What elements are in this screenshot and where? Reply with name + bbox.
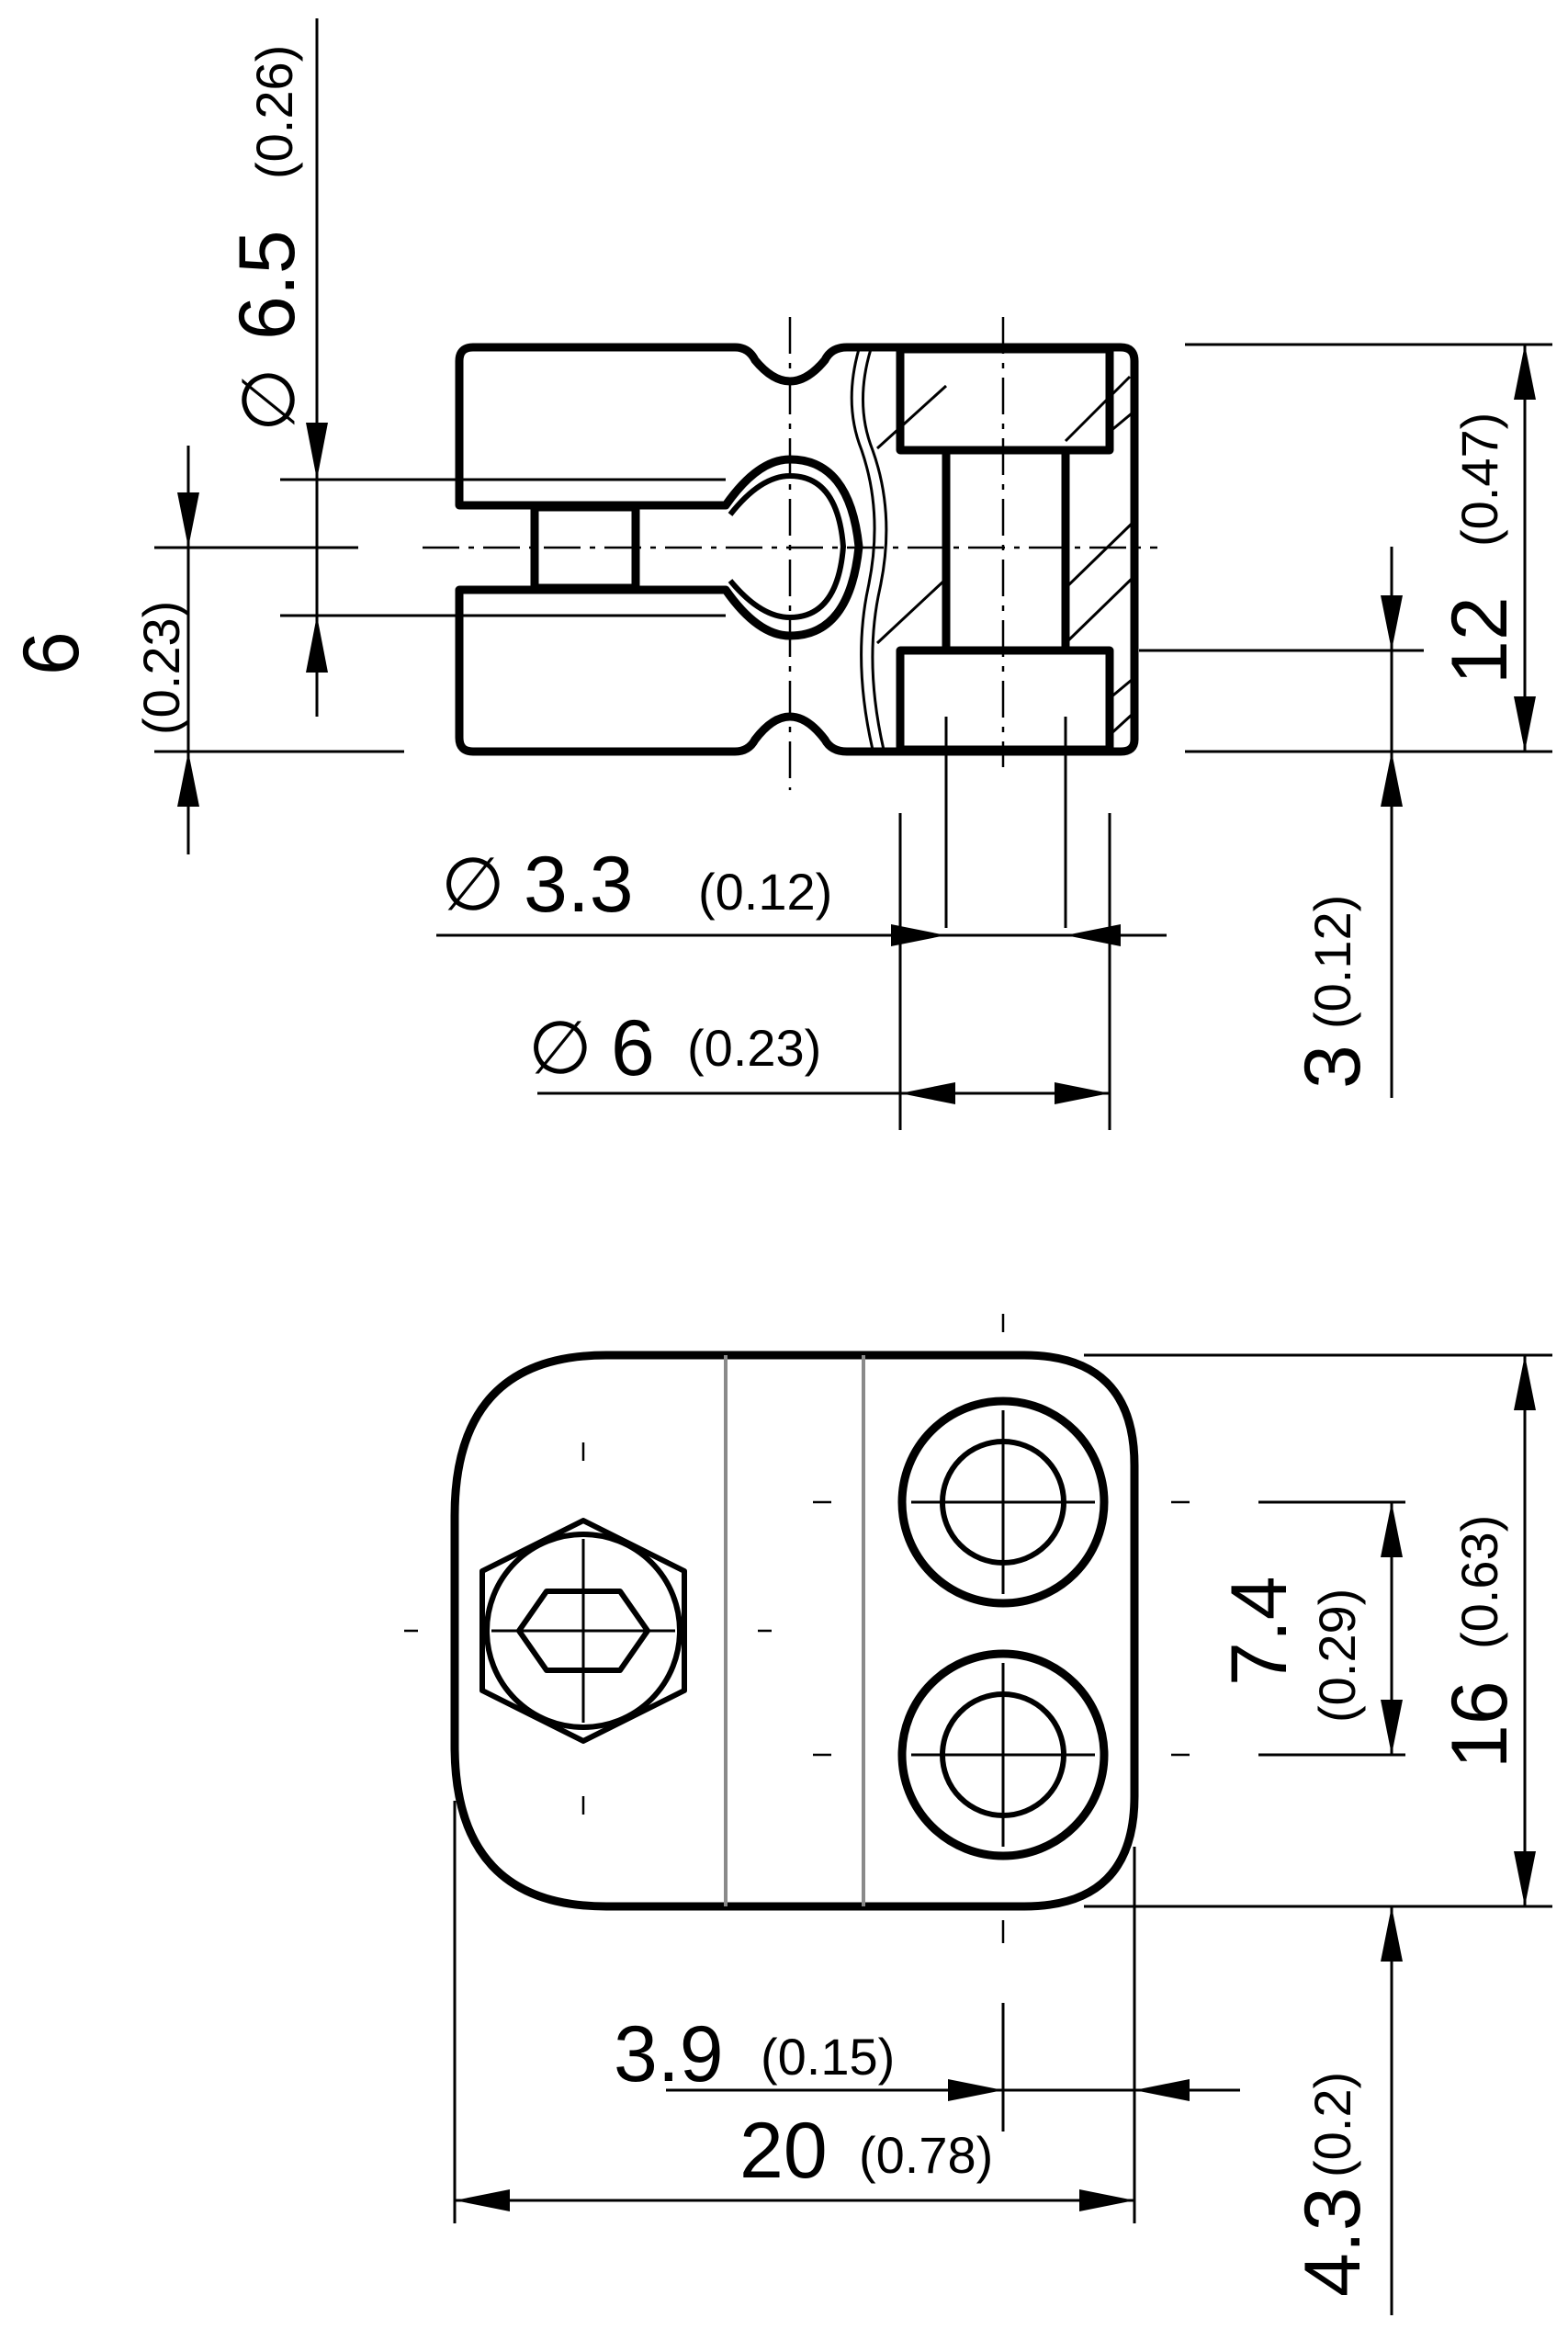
dim-width-value: 16 (1436, 1680, 1524, 1769)
dim-cb-inch: (0.23) (687, 1019, 821, 1077)
dim-spacing-value: 7.4 (1215, 1576, 1303, 1686)
bottom-view: 7.4 (0.29) 16 (0.63) 4.3 (0.2) 3.9 (0.15… (404, 1314, 1552, 2315)
bottom-body-outline (450, 1351, 1139, 1911)
break-line (861, 348, 888, 751)
dim-bore-diameter-symbol: ∅ (226, 368, 311, 432)
dim-height-arrow-top (1514, 345, 1536, 400)
bottom-extension-lines (453, 1353, 1552, 2223)
dim-length-inch: (0.78) (859, 2126, 993, 2184)
dim-spacing-arrow-top (1381, 1502, 1403, 1557)
through-hole (942, 446, 1070, 655)
dim-bore-arrow-top (306, 423, 328, 480)
dim-depth-value: 3 (1289, 1045, 1377, 1089)
dim-length-arrow-right (1079, 2189, 1134, 2211)
hex-nut-circle (484, 1532, 682, 1730)
bottom-centerlines (404, 1314, 1190, 1943)
dim-slot-inch: (0.23) (132, 601, 190, 735)
dim-length-arrow-left (455, 2189, 510, 2211)
dim-slot-arrow-bottom (177, 752, 199, 807)
hex-centerline (491, 1539, 675, 1723)
hex-nut-outline (479, 1518, 687, 1744)
bore-inner-ring (728, 473, 846, 620)
dim-edge-arrow-left (948, 2079, 1003, 2101)
dim-offset-value: 4.3 (1289, 2187, 1377, 2297)
dim-width-arrow-top (1514, 1355, 1536, 1410)
dim-bore-diameter-inch: (0.26) (245, 45, 303, 179)
dim-edge-arrow-right (1134, 2079, 1190, 2101)
dim-hole-arrow-right (1066, 924, 1121, 946)
dim-height-arrow-bottom (1514, 696, 1536, 752)
dim-length-value: 20 (739, 2107, 828, 2195)
hole-bottom-cross (911, 1663, 1095, 1847)
dim-width-arrow-bottom (1514, 1851, 1536, 1906)
dim-hole-arrow-left (891, 924, 946, 946)
dim-bore-diameter-value: 6.5 (223, 230, 311, 340)
counterbore-top (896, 345, 1114, 455)
dim-cb-arrow-left (900, 1082, 955, 1104)
top-body-outline (455, 343, 1139, 756)
top-extension-lines (154, 343, 1552, 1130)
hole-bottom-outer (897, 1649, 1109, 1860)
dim-width-inch: (0.63) (1450, 1515, 1508, 1649)
top-view: ∅ 6.5 (0.26) 6 (0.23) 12 (0.47) 3 (0.12)… (7, 18, 1552, 1130)
dim-slot-arrow-top (177, 492, 199, 548)
dim-cb-value: 6 (611, 1004, 655, 1092)
dim-cb-symbol: ∅ (528, 1005, 592, 1091)
dim-hole-value: 3.3 (524, 841, 634, 929)
dim-height-value: 12 (1436, 596, 1524, 684)
dim-spacing-inch: (0.29) (1308, 1589, 1366, 1723)
dim-height-inch: (0.47) (1450, 413, 1508, 547)
dim-spacing-arrow-bottom (1381, 1700, 1403, 1755)
dim-cb-arrow-right (1055, 1082, 1110, 1104)
dim-bore-arrow-bottom (306, 616, 328, 673)
hole-top-outer (897, 1396, 1109, 1608)
counterbore-bottom (896, 646, 1114, 754)
dim-slot-value: 6 (7, 631, 96, 675)
dim-edge-inch: (0.15) (761, 2028, 895, 2086)
dim-hole-inch: (0.12) (698, 863, 832, 921)
section-hatch (875, 375, 1134, 737)
dim-offset-inch: (0.2) (1303, 2072, 1361, 2177)
dim-hole-symbol: ∅ (441, 842, 505, 927)
dim-depth-inch: (0.12) (1303, 895, 1361, 1029)
hole-top-cross (911, 1410, 1095, 1594)
dim-edge-value: 3.9 (614, 2010, 724, 2098)
break-line-2 (850, 348, 876, 751)
dim-depth-arrow-top (1381, 595, 1403, 650)
dim-depth-arrow-bottom (1381, 752, 1403, 807)
dim-offset-arrow-top (1381, 1906, 1403, 1962)
